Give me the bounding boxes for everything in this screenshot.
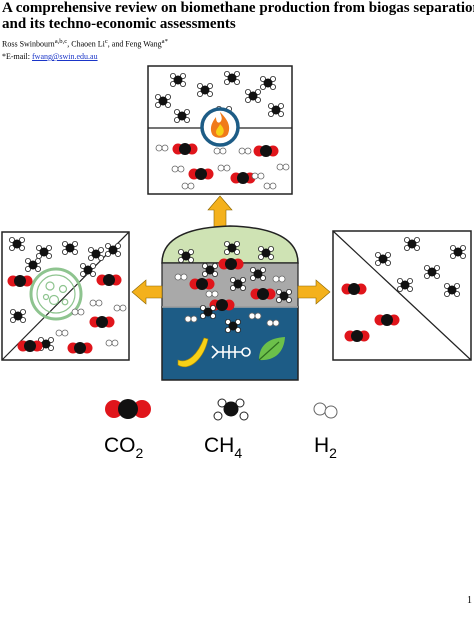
title-line-1: A comprehensive review on biomethane pro…	[2, 0, 474, 16]
graphical-abstract: CO2 CH4 H2	[1, 65, 472, 461]
email-link[interactable]: fwang@swin.edu.au	[32, 52, 98, 61]
left-panel	[1, 231, 130, 361]
title-line-2: and its techno-economic assessments	[2, 16, 236, 32]
flame-icon	[200, 107, 240, 147]
page-number: 1	[467, 595, 472, 606]
ch4-legend-icon	[213, 398, 249, 421]
corresponding-email: *E-mail: fwang@swin.edu.au	[2, 52, 98, 62]
email-label: *E-mail:	[2, 52, 32, 61]
paper-title: A comprehensive review on biomethane pro…	[2, 0, 474, 32]
membrane-icon	[29, 267, 83, 321]
arrow-right-icon	[297, 279, 331, 305]
arrow-up-icon	[207, 195, 233, 229]
author-1-affil: a,b,c	[54, 38, 68, 45]
co2-legend-icon	[105, 399, 151, 419]
author-3: , and Feng Wang	[107, 39, 162, 49]
h2-legend-icon	[313, 402, 338, 419]
molecule-legend: CO2 CH4 H2	[104, 398, 338, 461]
arrow-left-icon	[131, 279, 163, 305]
right-panel	[332, 230, 472, 361]
co2-label: CO2	[104, 434, 144, 461]
author-list: Ross Swinbourna,b,c, Chaoen Lic, and Fen…	[2, 37, 168, 50]
author-1: Ross Swinbourn	[2, 39, 55, 49]
author-2-affil: c	[104, 38, 108, 45]
h2-label: H2	[314, 434, 337, 461]
author-3-affil: a*	[161, 38, 168, 45]
ch4-label: CH4	[204, 434, 242, 461]
fish-bone-icon	[211, 345, 251, 359]
top-panel	[147, 65, 293, 195]
banana-icon	[177, 337, 209, 367]
author-2: , Chaoen Li	[67, 39, 105, 49]
digester	[161, 225, 299, 381]
